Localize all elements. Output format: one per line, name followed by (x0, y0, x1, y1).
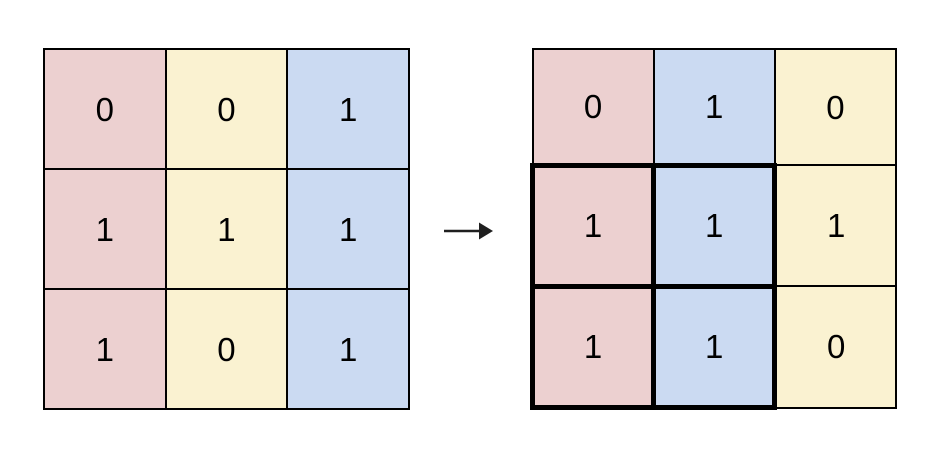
grid-row: 0 0 1 (43, 48, 410, 170)
grid-cell: 0 (164, 288, 289, 410)
grid-cell: 1 (652, 47, 776, 167)
grid-cell: 0 (164, 48, 289, 170)
grid-cell: 1 (286, 48, 410, 170)
grid-row: 1 0 1 (43, 288, 410, 410)
grid-row: 1 1 1 (529, 162, 898, 289)
arrow-right-icon (442, 212, 494, 250)
grid-cell: 1 (651, 162, 778, 289)
grid-cell: 1 (286, 168, 410, 290)
grid-cell: 0 (531, 47, 655, 167)
grid-row: 1 1 1 (43, 168, 410, 290)
grid-row: 0 1 0 (531, 47, 898, 167)
grid-cell: 0 (43, 48, 167, 170)
grid-cell: 0 (773, 285, 898, 409)
grid-cell: 1 (651, 283, 778, 411)
grid-cell: 1 (164, 168, 289, 290)
output-matrix: 0 1 0 1 1 1 1 1 0 (529, 47, 898, 411)
grid-cell: 1 (529, 283, 657, 411)
input-matrix: 0 0 1 1 1 1 1 0 1 (43, 48, 410, 410)
grid-cell: 1 (773, 164, 898, 288)
grid-cell: 1 (43, 168, 167, 290)
grid-cell: 1 (286, 288, 410, 410)
grid-cell: 1 (43, 288, 167, 410)
grid-cell: 1 (529, 162, 657, 289)
grid-row: 1 1 0 (529, 283, 898, 411)
grid-cell: 0 (773, 47, 898, 167)
